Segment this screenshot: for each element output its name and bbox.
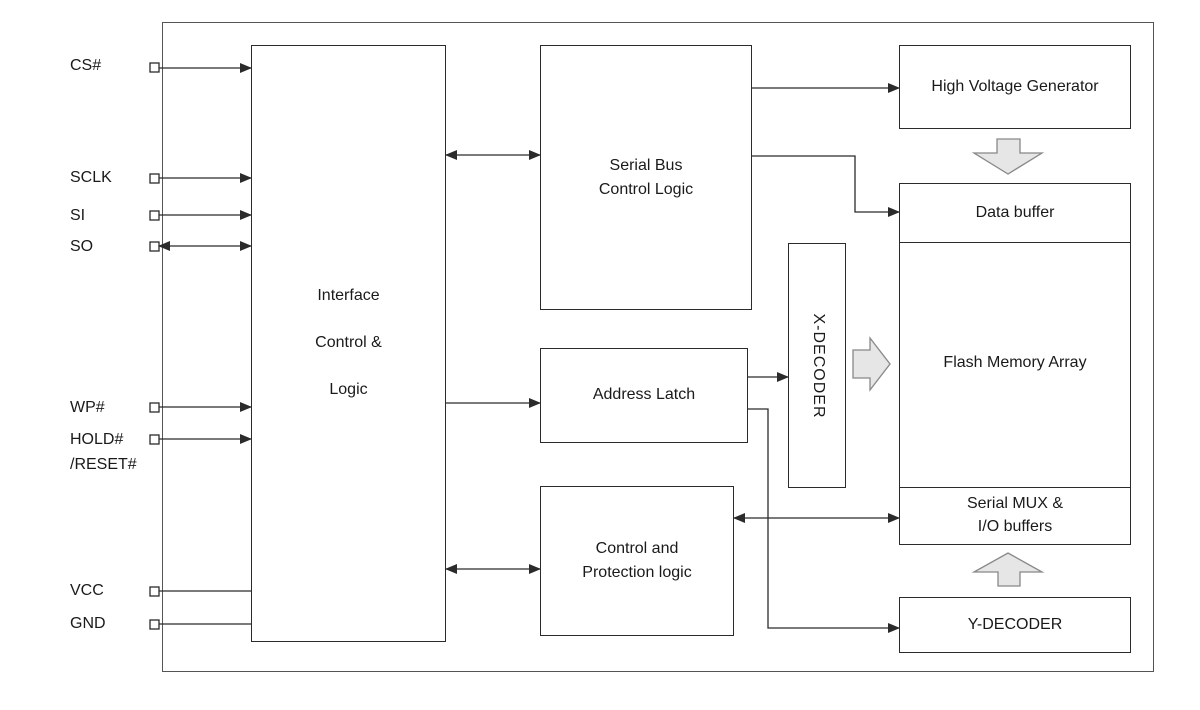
- pin-label-wp: WP#: [70, 399, 105, 416]
- pin-label-hold: HOLD#: [70, 431, 124, 448]
- serial-mux-label-line1: Serial MUX &: [966, 495, 1064, 512]
- block-arrow-xdecoder-to-array: [852, 336, 891, 392]
- data-buffer-label: Data buffer: [975, 204, 1055, 221]
- pin-label-vcc: VCC: [70, 582, 104, 599]
- serial-bus-label-line1: Serial Bus: [609, 157, 683, 174]
- interface-label-line3: Logic: [329, 381, 368, 398]
- address-latch-label: Address Latch: [592, 386, 696, 403]
- interface-label-line1: Interface: [317, 287, 380, 304]
- interface-label-line2: Control &: [315, 334, 382, 351]
- pin-square-vcc: [149, 586, 160, 597]
- serial-mux-label-line2: I/O buffers: [977, 518, 1053, 535]
- serial-bus-control-logic-block: Serial Bus Control Logic: [540, 45, 752, 310]
- control-protection-logic-block: Control and Protection logic: [540, 486, 734, 636]
- pin-label-cs: CS#: [70, 57, 102, 74]
- pin-square-cs: [149, 62, 160, 73]
- block-arrow-ydecoder-to-mux: [971, 552, 1045, 587]
- high-voltage-label: High Voltage Generator: [931, 78, 1099, 95]
- pin-label-reset: /RESET#: [70, 456, 137, 473]
- pin-square-si: [149, 210, 160, 221]
- y-decoder-block: Y-DECODER: [899, 597, 1131, 653]
- pin-square-hold: [149, 434, 160, 445]
- flash-memory-composite: Data buffer Flash Memory Array Serial MU…: [899, 183, 1131, 545]
- address-latch-block: Address Latch: [540, 348, 748, 443]
- interface-control-logic-block: Interface Control & Logic: [251, 45, 446, 642]
- pin-label-sclk: SCLK: [70, 169, 112, 186]
- pin-square-gnd: [149, 619, 160, 630]
- y-decoder-label: Y-DECODER: [967, 616, 1063, 633]
- x-decoder-block: X-DECODER: [788, 243, 846, 488]
- serial-mux-divider: [900, 487, 1130, 488]
- high-voltage-generator-block: High Voltage Generator: [899, 45, 1131, 129]
- pin-square-wp: [149, 402, 160, 413]
- pin-label-si: SI: [70, 207, 86, 224]
- chip-outline: [162, 22, 1154, 672]
- pin-square-sclk: [149, 173, 160, 184]
- flash-array-label: Flash Memory Array: [943, 354, 1087, 371]
- control-protection-label-line1: Control and: [595, 540, 679, 557]
- serial-bus-label-line2: Control Logic: [598, 181, 694, 198]
- pin-label-so: SO: [70, 238, 94, 255]
- wire-serial-bus-data-buffer: [752, 155, 900, 217]
- data-buffer-divider: [900, 242, 1130, 243]
- pin-label-gnd: GND: [70, 615, 106, 632]
- control-protection-label-line2: Protection logic: [582, 564, 692, 581]
- block-arrow-hv-to-array: [971, 138, 1045, 175]
- pin-square-so: [149, 241, 160, 252]
